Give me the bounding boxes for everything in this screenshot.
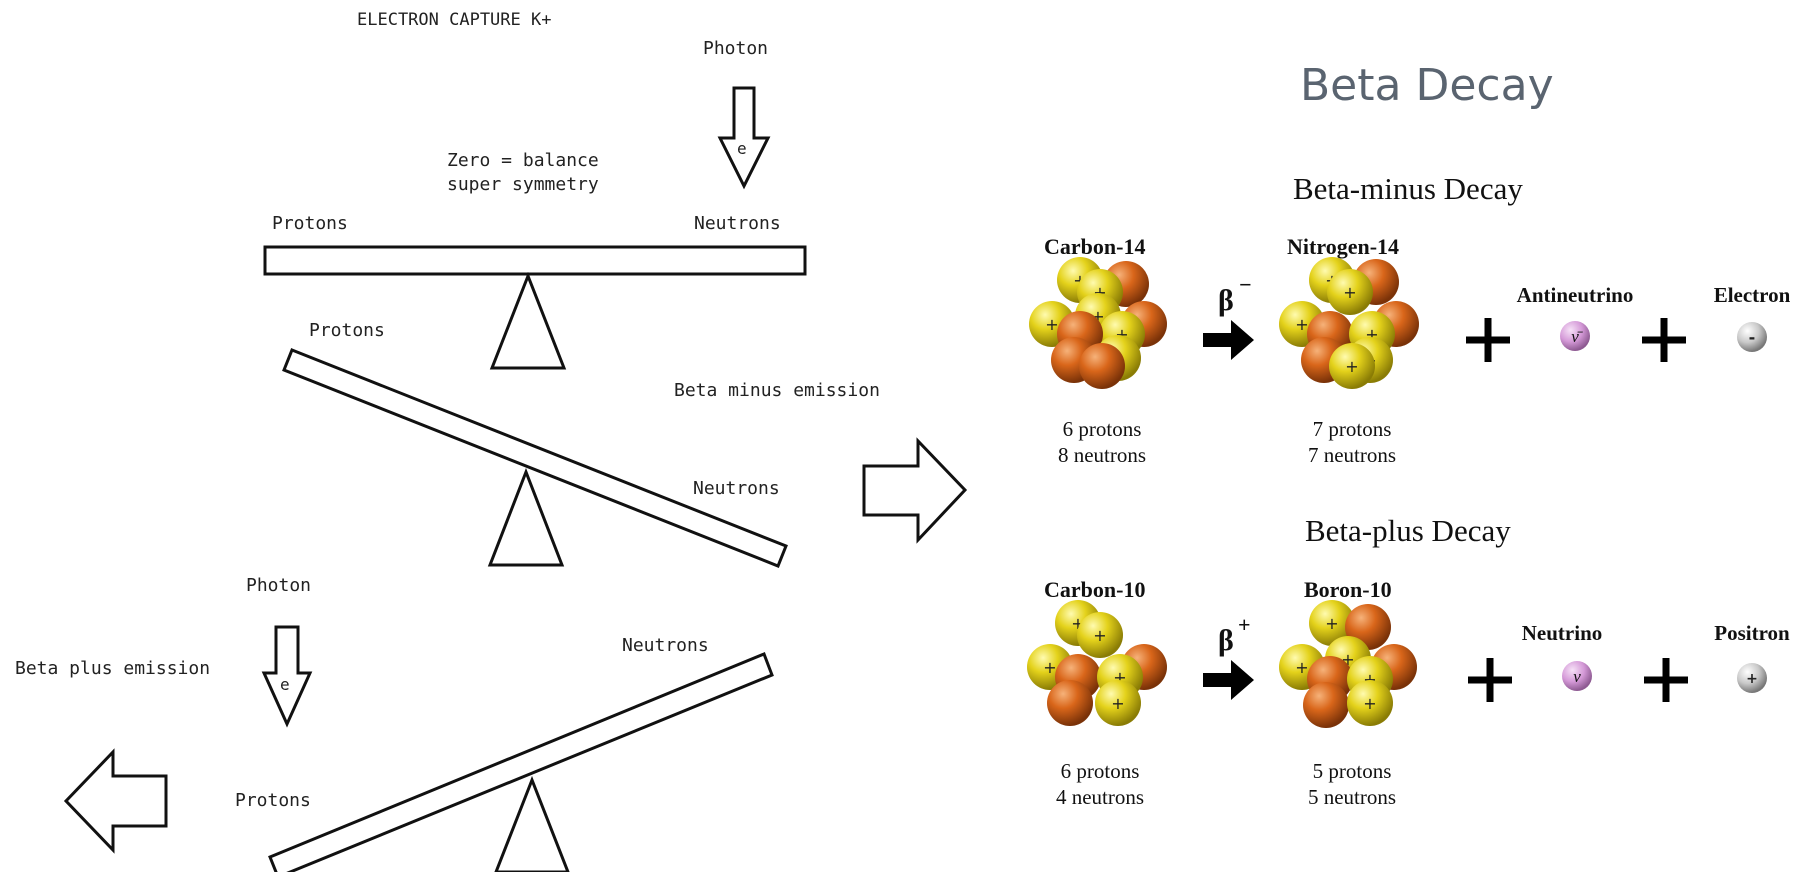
positron-particle [1737, 663, 1767, 693]
seesaw1-fulcrum [489, 271, 567, 370]
balance-note-line2: super symmetry [447, 174, 599, 195]
boron10-protons: 5 protons [1313, 759, 1392, 783]
nitrogen14-neutrons: 7 neutrons [1308, 443, 1396, 467]
boron10-neutrons: 5 neutrons [1308, 785, 1396, 809]
neutron-ball [1047, 680, 1093, 726]
proton-plus-mark: + [1093, 626, 1106, 645]
proton-ball [1077, 612, 1123, 658]
proton-ball [1327, 269, 1373, 315]
bottom-photon-arrow [261, 625, 313, 728]
beta-minus-sign: − [1239, 272, 1252, 297]
top-photon-label: Photon [703, 38, 768, 59]
proton-plus-mark: + [1343, 283, 1356, 302]
transition-arrow-left [63, 748, 168, 854]
proton-ball [1347, 680, 1393, 726]
bottom-photon-electron: e [280, 675, 290, 694]
beta-plus-arrow [1203, 660, 1254, 700]
beta-minus-emission-label: Beta minus emission [674, 380, 880, 401]
carbon14-label: Carbon-14 [1044, 234, 1145, 259]
beta-minus-symbol: β [1218, 284, 1234, 317]
neutrino-label: Neutrino [1522, 621, 1603, 645]
nitrogen14-label: Nitrogen-14 [1287, 234, 1399, 259]
nitrogen14-nucleus: ++++++ [1279, 257, 1419, 389]
transition-arrow-right [862, 437, 968, 544]
antineutrino-label: Antineutrino [1517, 283, 1634, 307]
nitrogen14-protons: 7 protons [1313, 417, 1392, 441]
seesaw3-neutrons-label: Neutrons [622, 635, 709, 656]
boron10-label: Boron-10 [1304, 577, 1392, 602]
carbon14-neutrons: 8 neutrons [1058, 443, 1146, 467]
proton-ball [1309, 600, 1355, 646]
positron-symbol: + [1746, 671, 1758, 687]
seesaw3-protons-label: Protons [235, 790, 311, 811]
carbon14-nucleus: ++++++ [1029, 257, 1167, 389]
boron10-nucleus: +++++ [1279, 600, 1417, 728]
positron-label: Positron [1714, 621, 1790, 645]
plus-sign [1644, 658, 1688, 702]
electron-capture-heading: ELECTRON CAPTURE K+ [357, 10, 551, 30]
proton-plus-mark: + [1045, 315, 1058, 334]
seesaw1-neutrons-label: Neutrons [694, 213, 781, 234]
neutrino-symbol: ν [1573, 667, 1581, 686]
proton-plus-mark: + [1043, 658, 1056, 677]
plus-sign [1468, 658, 1512, 702]
seesaw2-neutrons-label: Neutrons [693, 478, 780, 499]
seesaw1-beam [263, 245, 807, 276]
proton-plus-mark: + [1345, 357, 1358, 376]
neutrino-particle [1562, 661, 1592, 691]
antineutrino-particle [1560, 321, 1590, 351]
neutron-ball [1079, 343, 1125, 389]
neutron-ball [1303, 682, 1349, 728]
plus-sign [1642, 318, 1686, 362]
electron-particle [1737, 322, 1767, 352]
seesaw2-fulcrum [487, 467, 565, 567]
plus-sign [1466, 318, 1510, 362]
seesaw3-beam [268, 652, 774, 872]
electron-label: Electron [1714, 283, 1791, 307]
proton-plus-mark: + [1111, 694, 1124, 713]
proton-plus-mark: + [1295, 315, 1308, 334]
carbon10-label: Carbon-10 [1044, 577, 1145, 602]
carbon10-protons: 6 protons [1061, 759, 1140, 783]
proton-ball [1329, 343, 1375, 389]
beta-plus-emission-label: Beta plus emission [15, 658, 210, 679]
beta-plus-symbol: β [1218, 624, 1234, 657]
beta-plus-heading: Beta-plus Decay [1305, 513, 1511, 548]
seesaw2-beam [282, 348, 788, 568]
carbon10-nucleus: +++++ [1027, 600, 1167, 726]
beta-plus-sign: + [1238, 612, 1251, 637]
seesaw1-protons-label: Protons [272, 213, 348, 234]
electron-symbol: - [1749, 328, 1756, 347]
top-photon-arrow [717, 86, 771, 190]
seesaw3-fulcrum [494, 775, 570, 872]
page-title: Beta Decay [1300, 60, 1554, 111]
proton-plus-mark: + [1325, 614, 1338, 633]
proton-plus-mark: + [1295, 658, 1308, 677]
bottom-photon-label: Photon [246, 575, 311, 596]
beta-minus-arrow [1203, 320, 1254, 360]
proton-ball [1095, 680, 1141, 726]
proton-plus-mark: + [1363, 694, 1376, 713]
carbon14-protons: 6 protons [1063, 417, 1142, 441]
beta-minus-heading: Beta-minus Decay [1293, 171, 1523, 206]
carbon10-neutrons: 4 neutrons [1056, 785, 1144, 809]
seesaw2-protons-label: Protons [309, 320, 385, 341]
top-photon-electron: e [737, 139, 747, 158]
balance-note-line1: Zero = balance [447, 150, 599, 171]
